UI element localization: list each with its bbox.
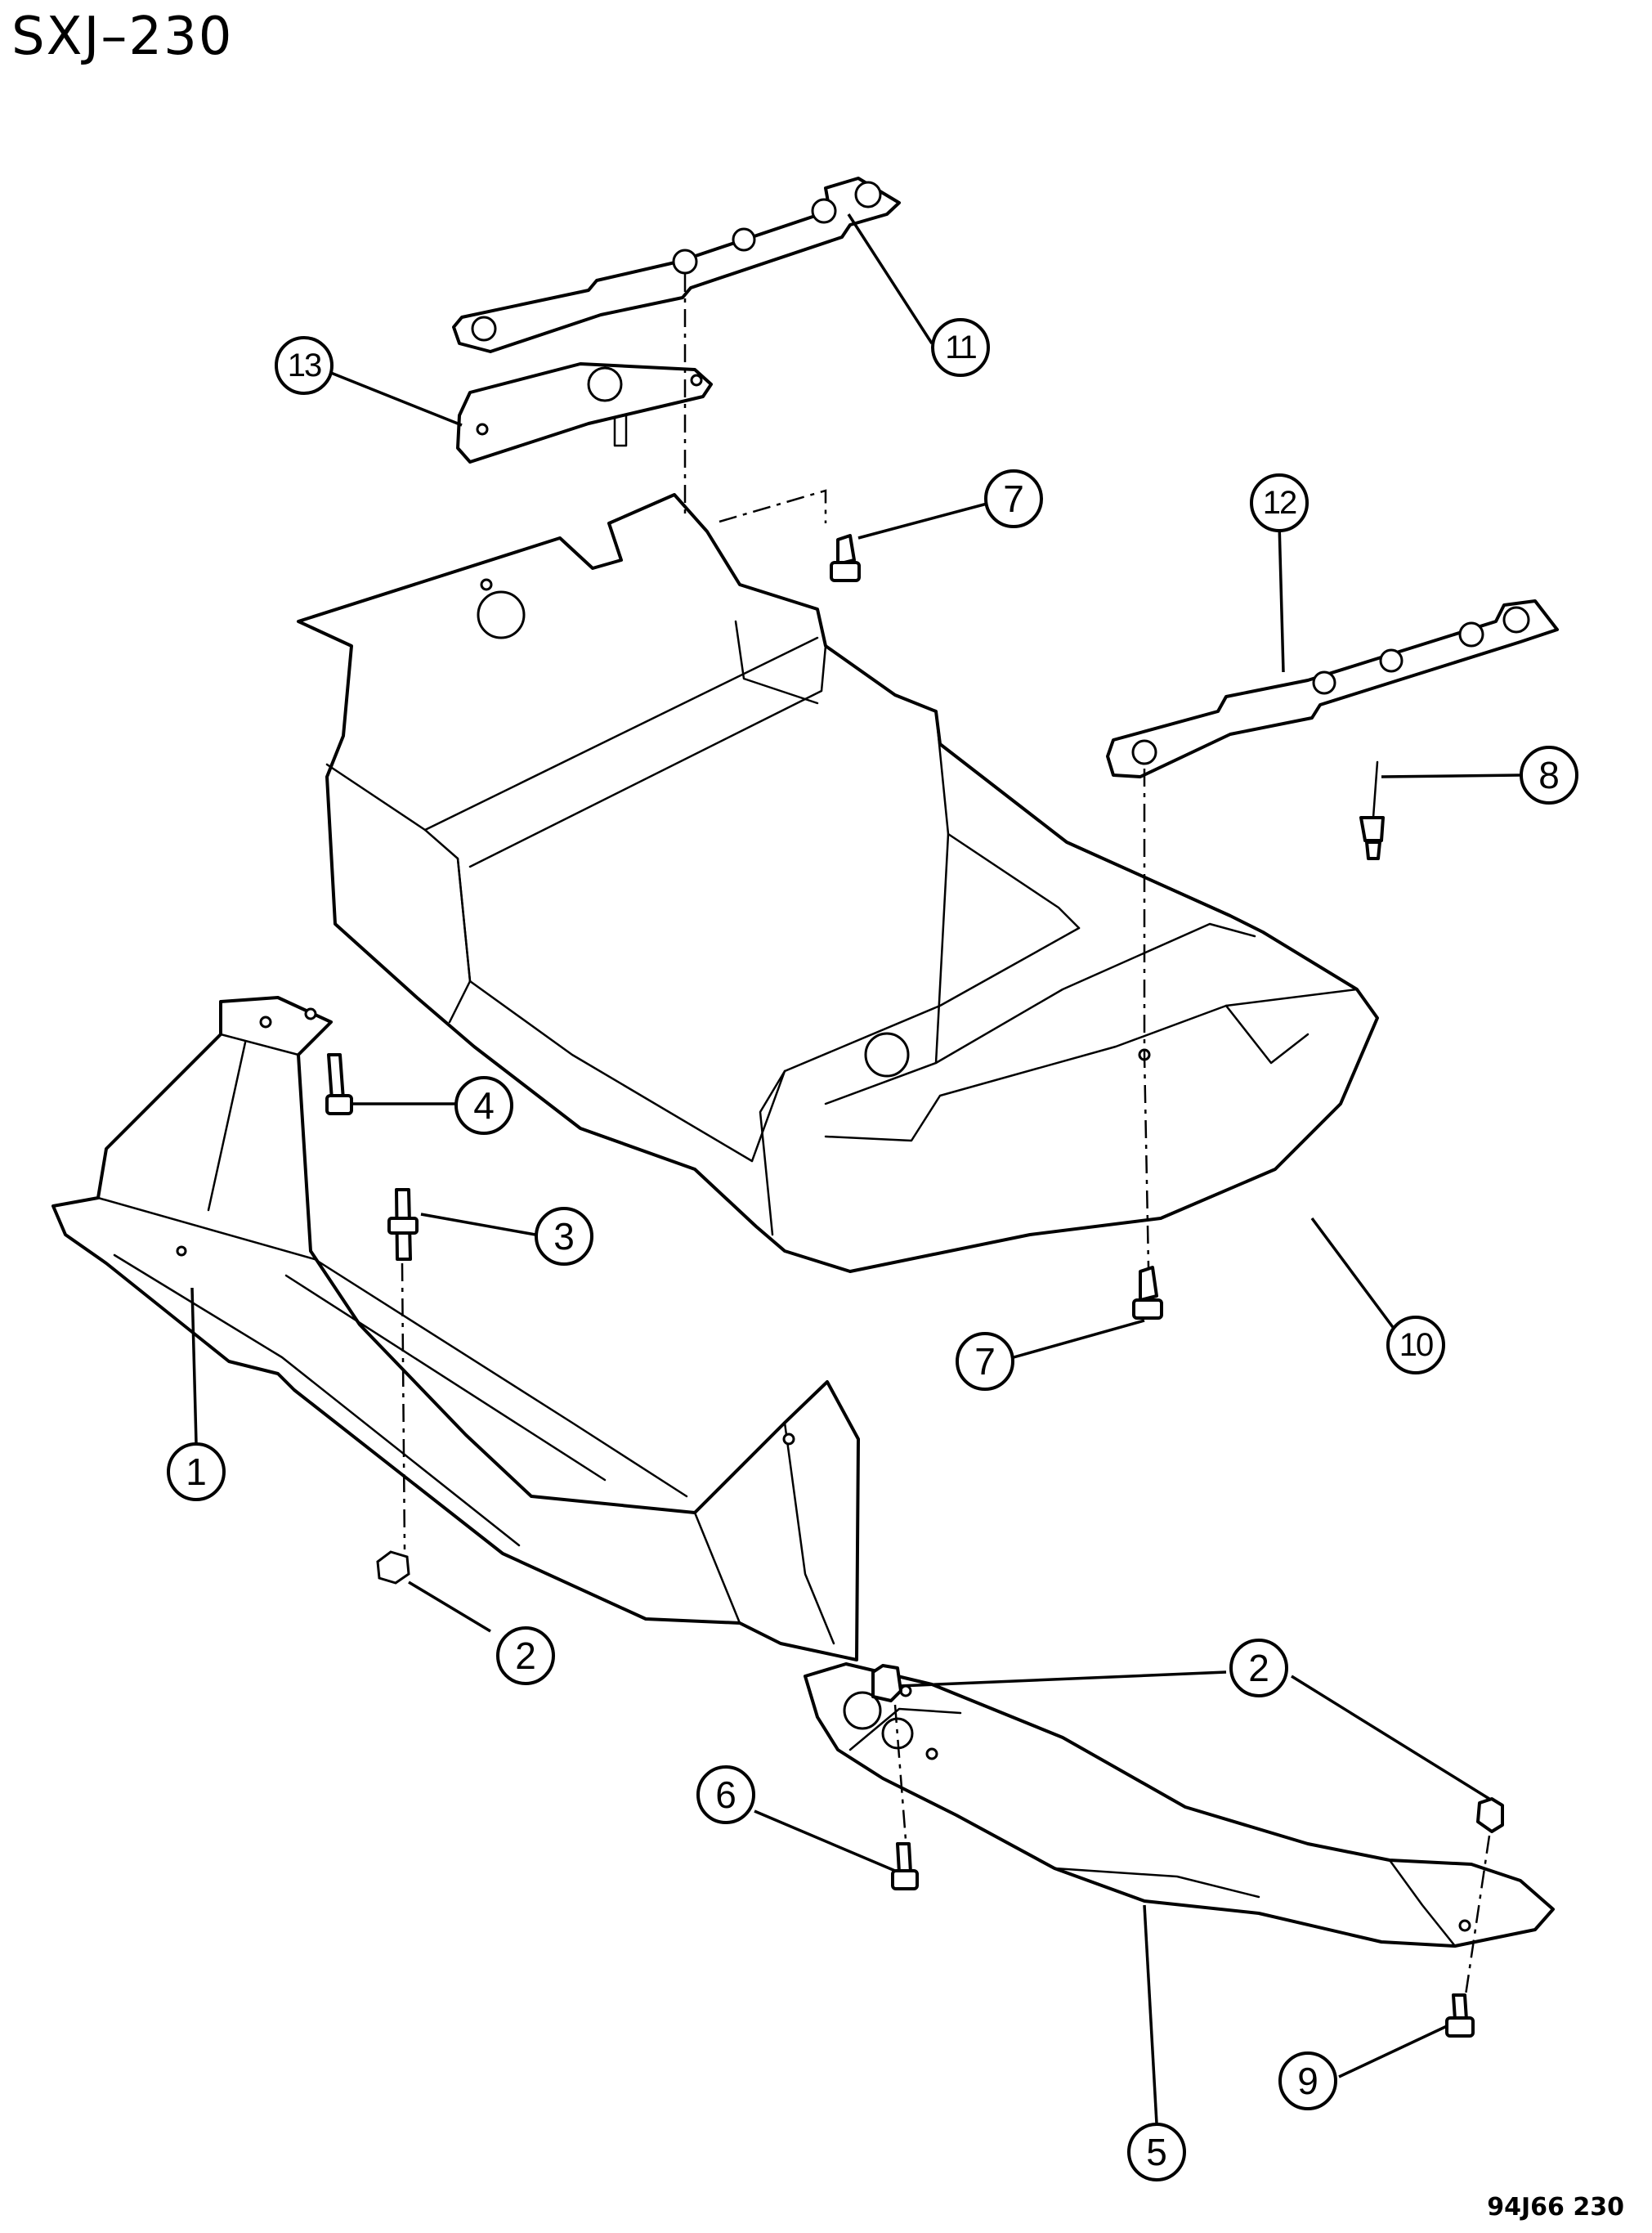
callout-7-lower-label: 7 (974, 1340, 996, 1383)
callout-5: 5 (1127, 2123, 1186, 2181)
callout-7-upper-label: 7 (1003, 478, 1024, 520)
fastener-bolt-6 (891, 1842, 919, 1890)
fastener-bolt-4 (325, 1053, 353, 1115)
callout-10: 10 (1386, 1316, 1445, 1374)
callout-5-label: 5 (1146, 2131, 1167, 2173)
leader-lines (190, 213, 1521, 2124)
fastener-bolt-7-upper (830, 534, 861, 582)
part-crossmember-5 (804, 1662, 1555, 1948)
callout-11: 11 (931, 318, 990, 377)
callout-6: 6 (696, 1765, 755, 1824)
callout-1-label: 1 (186, 1451, 207, 1493)
callout-8-label: 8 (1538, 754, 1560, 796)
fastener-bolt-7-lower (1132, 1266, 1163, 1320)
callout-3: 3 (535, 1207, 593, 1266)
part-bracket-upper (452, 177, 901, 353)
callout-4-label: 4 (473, 1084, 495, 1127)
part-skid-plate-1 (51, 996, 860, 1661)
alignment-lines (401, 274, 1491, 1996)
diagram-code-label: 94J66 230 (1487, 2193, 1624, 2222)
callout-4: 4 (454, 1076, 513, 1135)
callout-12: 12 (1250, 473, 1309, 532)
fastener-nut-2-left (376, 1550, 410, 1585)
callout-6-label: 6 (715, 1773, 736, 1816)
callout-1: 1 (167, 1442, 226, 1501)
part-plate-13 (456, 362, 713, 464)
callout-2-left: 2 (496, 1626, 555, 1685)
callout-13: 13 (275, 336, 334, 395)
part-skid-plate-10 (297, 493, 1379, 1273)
fastener-rivet-8 (1359, 760, 1385, 860)
callout-9: 9 (1278, 2051, 1337, 2110)
callout-10-label: 10 (1399, 1327, 1433, 1363)
callout-7-lower: 7 (956, 1332, 1014, 1391)
fastener-nut-2-right (1476, 1797, 1504, 1833)
fastener-stud-3 (387, 1188, 419, 1261)
callout-3-label: 3 (553, 1215, 575, 1258)
fastener-nut-2-mid (871, 1664, 902, 1702)
callout-12-label: 12 (1263, 485, 1296, 521)
callout-8: 8 (1520, 746, 1578, 805)
diagram-reference-label: SXJ–230 (11, 7, 234, 67)
callout-7-upper: 7 (984, 469, 1043, 528)
callout-2-right-label: 2 (1248, 1647, 1269, 1689)
fastener-bolt-9 (1445, 1993, 1475, 2038)
callout-13-label: 13 (288, 348, 321, 383)
callout-2-right: 2 (1229, 1639, 1288, 1697)
part-bracket-right (1106, 599, 1559, 778)
callout-9-label: 9 (1297, 2060, 1318, 2102)
callout-11-label: 11 (945, 330, 976, 365)
callout-2-left-label: 2 (515, 1634, 536, 1677)
